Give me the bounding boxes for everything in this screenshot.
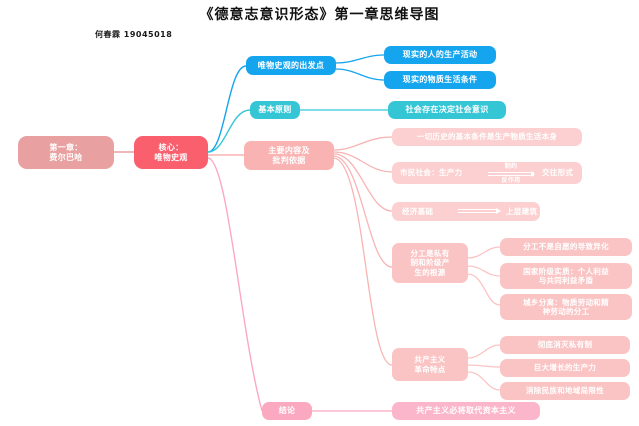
node-civil-society-tail: 交往形式 <box>542 168 574 178</box>
node-abolish-private-property[interactable]: 彻底消灭私有制 <box>500 336 630 354</box>
node-economic-base[interactable]: 经济基础 上层建筑 <box>392 202 540 221</box>
civil-society-arrow-annotation: 制约 反作用 <box>488 163 535 184</box>
node-superstructure-label: 上层建筑 <box>506 206 538 216</box>
node-root[interactable]: 第一章： 费尔巴哈 <box>18 136 114 169</box>
node-state-class-essence[interactable]: 国家阶级实质：个人利益 与共同利益矛盾 <box>500 263 632 289</box>
node-productive-forces-growth[interactable]: 巨大增长的生产力 <box>500 359 630 377</box>
base-superstructure-arrow-icon <box>458 207 501 215</box>
author-byline: 何春霖 19045018 <box>95 30 173 39</box>
node-communist-revolution[interactable]: 共产主义 革命特点 <box>392 348 468 381</box>
node-division-of-labor[interactable]: 分工是私有 制和阶级产 生的根源 <box>392 243 468 283</box>
page-title: 《德意志意识形态》第一章思维导图 <box>199 7 440 23</box>
arrow-label-constrain: 制约 <box>504 163 518 170</box>
node-branch-main-content[interactable]: 主要内容及 批判依据 <box>244 141 334 170</box>
node-real-people-production[interactable]: 现实的人的生产活动 <box>384 46 496 64</box>
node-branch-starting-point[interactable]: 唯物史观的出发点 <box>246 56 336 75</box>
node-division-alienation[interactable]: 分工不是自愿的导致异化 <box>500 238 632 256</box>
arrow-label-reaction: 反作用 <box>501 177 521 184</box>
node-civil-society[interactable]: 市民社会：生产力 制约 反作用 交往形式 <box>392 162 582 184</box>
double-arrow-icon <box>488 171 535 177</box>
node-branch-basic-principle[interactable]: 基本原则 <box>250 101 300 119</box>
node-basic-condition-of-history[interactable]: 一切历史的基本条件是生产物质生活本身 <box>392 128 582 146</box>
node-eliminate-national-limits[interactable]: 消除民族和地域局限性 <box>500 382 630 400</box>
node-social-being-determines-consciousness[interactable]: 社会存在决定社会意识 <box>388 101 506 119</box>
node-material-life-conditions[interactable]: 现实的物质生活条件 <box>384 71 496 89</box>
node-branch-conclusion[interactable]: 结论 <box>262 402 312 420</box>
node-urban-rural-separation[interactable]: 城乡分离：物质劳动和精 神劳动的分工 <box>500 294 632 320</box>
node-core[interactable]: 核心： 唯物史观 <box>134 136 208 169</box>
node-civil-society-label: 市民社会：生产力 <box>400 168 463 178</box>
node-economic-base-label: 经济基础 <box>402 206 434 216</box>
node-communism-replaces-capitalism[interactable]: 共产主义必将取代资本主义 <box>392 402 540 420</box>
